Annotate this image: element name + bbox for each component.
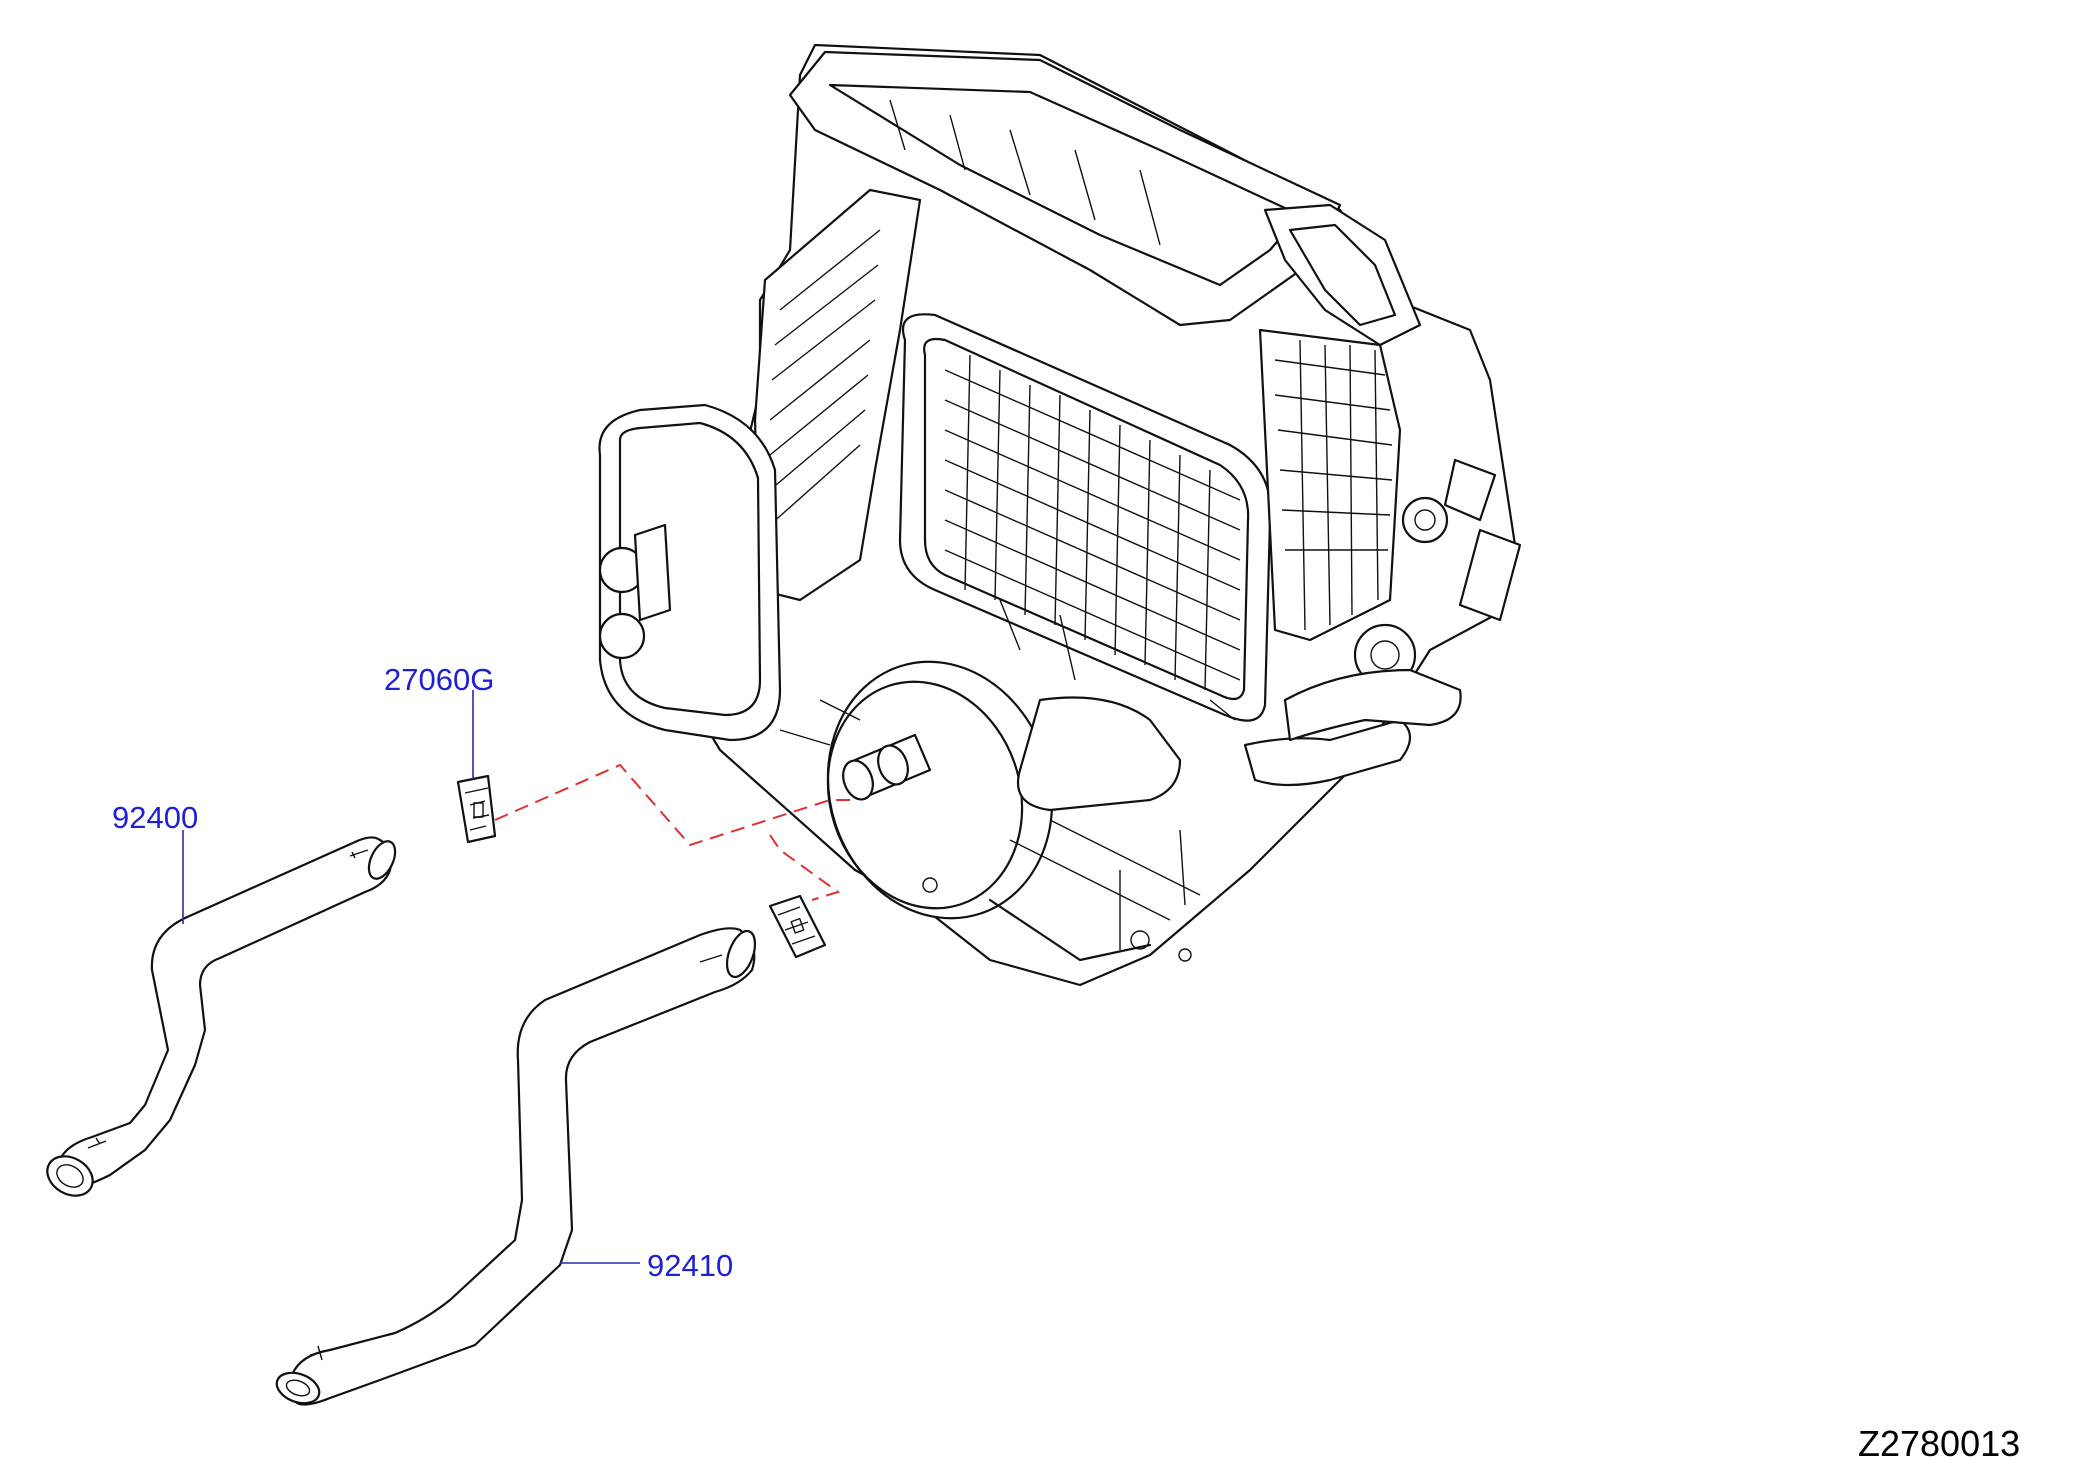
clamp-27060g-lower xyxy=(768,894,827,959)
callout-92400: 92400 xyxy=(112,800,199,835)
callout-27060g: 27060G xyxy=(384,662,495,697)
callout-leader-lines xyxy=(182,690,640,1264)
assembly-connector-dashes xyxy=(494,763,855,901)
diagram-reference-code: Z2780013 xyxy=(1858,1423,2021,1464)
callout-92410: 92410 xyxy=(647,1248,734,1283)
filter-grille xyxy=(944,354,1241,691)
hose-92400 xyxy=(46,836,397,1197)
hose-92410 xyxy=(275,927,757,1406)
clamp-27060g-upper xyxy=(456,774,497,844)
heater-unit-assembly xyxy=(598,43,1522,987)
